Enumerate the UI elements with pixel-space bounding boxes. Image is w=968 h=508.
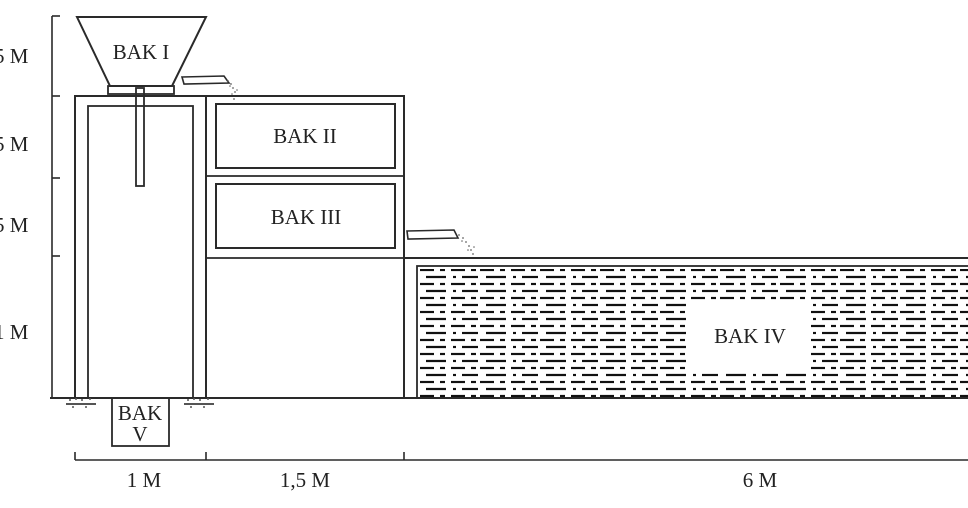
width-label-3: 6 M — [743, 468, 778, 492]
height-label-1: 5 M — [0, 44, 29, 68]
bak-3-outlet — [406, 229, 460, 240]
feed-pipe — [135, 87, 145, 187]
bak-1-outlet — [180, 75, 231, 85]
bak-4-tank — [403, 257, 968, 399]
bak-4-label-bg — [690, 300, 808, 370]
bak-2-tank — [215, 103, 396, 169]
bak-1-overflow-stream — [227, 80, 238, 100]
bak-3-label: BAK III — [271, 205, 342, 229]
base-splash-right — [184, 398, 214, 408]
hopper-neck — [107, 85, 175, 95]
width-label-2: 1,5 M — [280, 468, 331, 492]
height-label-2: 5 M — [0, 132, 29, 156]
bak-2-label: BAK II — [273, 124, 337, 148]
height-label-3: 5 M — [0, 213, 29, 237]
bak-4-label: BAK IV — [714, 324, 786, 348]
bak-1-label: BAK I — [113, 40, 170, 64]
bak-3-overflow-stream — [458, 234, 475, 255]
left-column — [74, 95, 207, 399]
width-label-1: 1 M — [127, 468, 162, 492]
height-label-4: 1 M — [0, 320, 29, 344]
width-axis — [74, 452, 968, 461]
height-axis — [51, 15, 60, 398]
middle-structure — [205, 95, 405, 399]
bak-3-tank — [215, 183, 396, 249]
bak-5-label-line2: V — [132, 422, 147, 446]
bak-5-tank — [111, 397, 170, 447]
base-splash-left — [66, 398, 96, 408]
bak-5-label-line1: BAK — [118, 401, 162, 425]
